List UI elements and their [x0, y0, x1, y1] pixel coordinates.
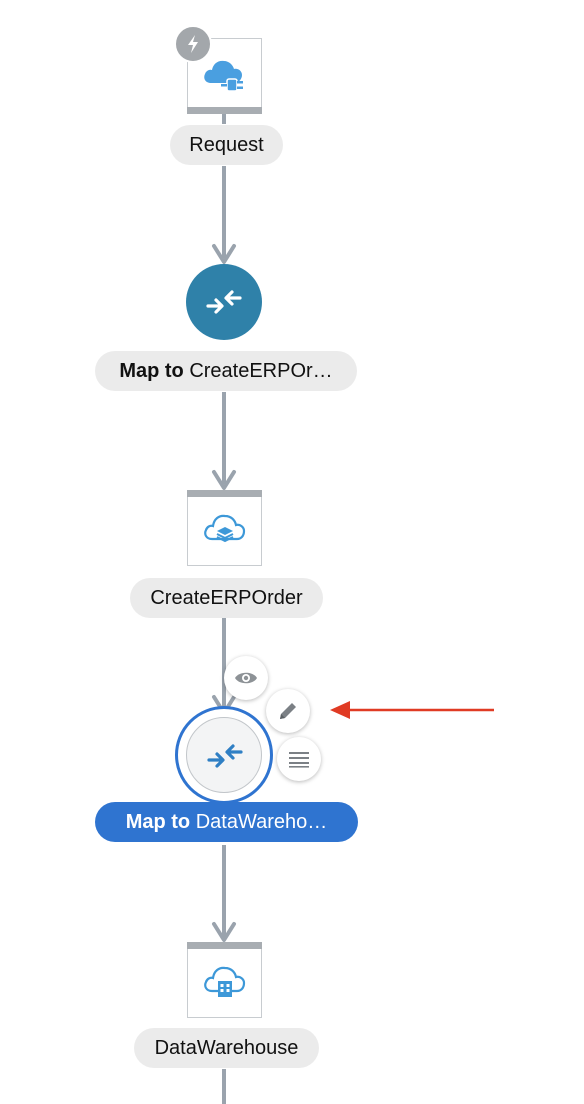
cloud-layers-icon [204, 514, 246, 543]
map-create-erp-label-prefix: Map to [119, 360, 184, 382]
map-datawarehouse-label[interactable]: Map to DataWareho… [95, 802, 358, 842]
map-create-erp-node[interactable] [186, 264, 262, 340]
create-erp-order-node-card[interactable] [187, 490, 262, 566]
view-action-button[interactable] [224, 656, 268, 700]
pencil-icon [280, 703, 296, 719]
map-datawarehouse-node[interactable] [175, 706, 273, 804]
edit-action-button[interactable] [266, 689, 310, 733]
map-create-erp-label-text: CreateERPOr… [189, 360, 333, 382]
cloud-building-icon [204, 966, 246, 997]
arrowhead-2 [212, 470, 236, 490]
create-erp-order-label-text: CreateERPOrder [150, 587, 303, 609]
connector-line-3 [222, 392, 226, 484]
request-label-text: Request [189, 134, 264, 156]
menu-lines-icon [289, 752, 309, 768]
connector-line-5 [222, 845, 226, 937]
map-arrows-icon [206, 290, 242, 314]
map-datawarehouse-label-text: DataWareho… [195, 811, 328, 833]
map-create-erp-label[interactable]: Map to CreateERPOr… [95, 351, 357, 391]
datawarehouse-label[interactable]: DataWarehouse [134, 1028, 319, 1068]
connector-line-1 [222, 110, 226, 124]
request-label[interactable]: Request [170, 125, 283, 165]
lightning-icon [188, 35, 198, 53]
pointer-arrow [330, 701, 494, 719]
datawarehouse-label-text: DataWarehouse [154, 1037, 299, 1059]
connector-line-6 [222, 1069, 226, 1104]
trigger-badge [174, 25, 212, 63]
create-erp-order-label[interactable]: CreateERPOrder [130, 578, 323, 618]
eye-icon [235, 672, 257, 684]
request-node-card[interactable] [187, 38, 262, 114]
datawarehouse-node-card[interactable] [187, 942, 262, 1018]
connector-line-4 [222, 618, 226, 710]
arrowhead-1 [212, 244, 236, 264]
connector-line-2 [222, 166, 226, 258]
arrowhead-4 [212, 922, 236, 942]
map-arrows-icon [207, 744, 243, 768]
menu-action-button[interactable] [277, 737, 321, 781]
map-datawarehouse-label-prefix: Map to [125, 811, 191, 833]
cloud-plug-icon [204, 60, 243, 92]
